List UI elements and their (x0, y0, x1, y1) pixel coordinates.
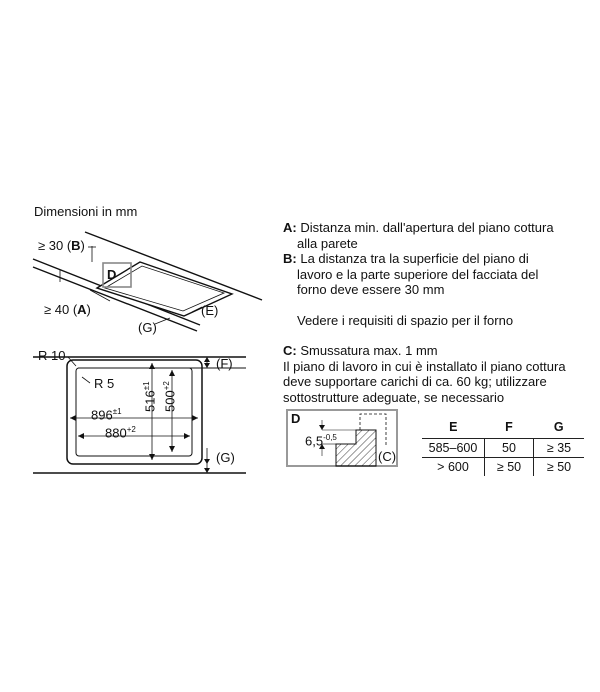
label-d-section: D (291, 411, 301, 426)
perspective-drawing (32, 231, 263, 332)
table-cell: ≥ 35 (533, 438, 584, 458)
section-depth-label: 6,5-0,5 (305, 433, 337, 449)
legend-c-cont-3: sottostrutture adeguate, se necessario (283, 389, 505, 405)
depth-inner-label: 500+2 (162, 381, 178, 412)
legend-a: A: Distanza min. dall'apertura del piano… (283, 220, 554, 235)
section-d-detail (286, 409, 398, 467)
legend-c: C: Smussatura max. 1 mm (283, 343, 438, 358)
label-e: (E) (201, 303, 219, 318)
table-cell: ≥ 50 (484, 457, 534, 476)
table-cell: 50 (484, 438, 534, 458)
legend-b: B: La distanza tra la superficie del pia… (283, 251, 529, 266)
figure-title: Dimensioni in mm (34, 204, 138, 219)
plan-drawing (33, 356, 246, 474)
detail-d-box (102, 262, 132, 288)
depth-cutout-label: 516±1 (142, 381, 158, 412)
label-c: (C) (378, 449, 397, 464)
radius-inner: R 5 (94, 376, 115, 391)
legend-b-cont-2: forno deve essere 30 mm (297, 282, 445, 297)
legend-c-cont-1: Il piano di lavoro in cui è installato i… (283, 358, 566, 374)
table-row: 585–600 50 ≥ 35 (422, 438, 584, 458)
label-d-perspective: D (107, 267, 117, 282)
table-header: F (505, 420, 513, 434)
table-header-row: E F G (422, 416, 584, 439)
label-a: ≥ 40 (A) (44, 302, 91, 317)
label-f: (F) (216, 356, 233, 371)
table-row: > 600 ≥ 50 ≥ 50 (422, 457, 584, 476)
label-b: ≥ 30 (B) (38, 238, 85, 253)
legend: A: Distanza min. dall'apertura del piano… (283, 220, 583, 405)
legend-b-cont-1: lavoro e la parte superiore del facciata… (297, 266, 539, 282)
table-cell: > 600 (422, 457, 485, 476)
legend-c-cont-2: deve supportare carichi di ca. 60 kg; ut… (283, 374, 547, 389)
table-header: G (553, 420, 564, 434)
table-cell: ≥ 50 (533, 457, 584, 476)
radius-outer: R 10 (38, 348, 66, 363)
width-cutout-label: 896±1 (91, 407, 122, 423)
table-cell: 585–600 (422, 438, 485, 458)
table-header: E (449, 420, 458, 434)
legend-a-cont: alla parete (297, 235, 358, 251)
label-g-plan: (G) (216, 450, 235, 465)
width-inner-label: 880+2 (105, 425, 136, 441)
label-g-perspective: (G) (138, 320, 157, 335)
legend-note: Vedere i requisiti di spazio per il forn… (297, 312, 514, 328)
clearance-table: E F G 585–600 50 ≥ 35 > 600 ≥ 50 ≥ 50 (422, 416, 584, 476)
